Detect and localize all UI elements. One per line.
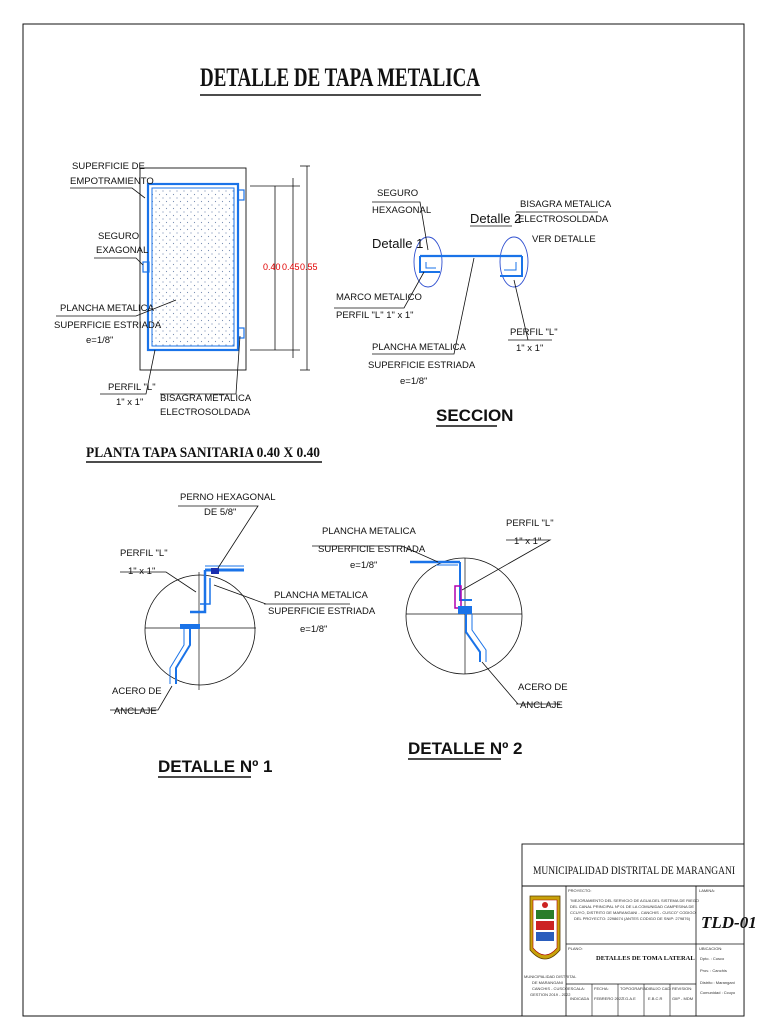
dim-055: 0.55	[300, 262, 318, 272]
sec-label-detalle1: Detalle 1	[372, 236, 423, 251]
plan-title: PLANTA TAPA SANITARIA 0.40 X 0.40	[86, 445, 320, 461]
detail2-title: DETALLE Nº 2	[408, 739, 523, 758]
detail2-view: PLANCHA METALICA SUPERFICIE ESTRIADA e=1…	[312, 518, 568, 760]
detail1-view: PERNO HEXAGONAL DE 5/8" PERFIL "L" 1" x …	[110, 492, 376, 778]
lock-icon	[142, 261, 150, 273]
d2-label-acero-2: ANCLAJE	[520, 700, 563, 711]
main-title: DETALLE DE TAPA METALICA	[200, 63, 480, 92]
plan-dots	[152, 188, 236, 346]
sec-label-plancha-3: e=1/8"	[400, 376, 427, 387]
sec-label-perfil: PERFIL "L"	[510, 327, 558, 338]
tb-lamina-head: LAMINA:	[699, 888, 715, 893]
tb-cell-value-1: INDICADA	[570, 996, 589, 1001]
tb-location-2: Prov. : Canchis	[700, 968, 727, 973]
section-title: SECCION	[436, 406, 513, 425]
tb-cell-value-4: E.B.C.R	[648, 996, 663, 1001]
section-view: SEGURO HEXAGONAL Detalle 1 Detalle 2 BIS…	[334, 188, 612, 427]
tb-project-2: DEL CANAL PRINCIPAL Nº 01 DE LA COMUNIDA…	[570, 904, 694, 909]
d1-label-plancha-3: e=1/8"	[300, 624, 327, 635]
sec-label-bisagra-3: VER DETALLE	[532, 234, 596, 245]
d2-label-acero: ACERO DE	[518, 682, 568, 693]
sec-label-plancha-2: SUPERFICIE ESTRIADA	[368, 360, 476, 371]
sheet-border	[22, 23, 745, 1017]
tb-entity: MUNICIPALIDAD DISTRITAL DE MARANGANI	[533, 863, 735, 877]
tb-location-4: Comunidad : Ccuyo	[700, 990, 736, 995]
plan-label-plancha-2: SUPERFICIE ESTRIADA	[54, 320, 162, 331]
title-block: MUNICIPALIDAD DISTRITAL DE MARANGANI MUN…	[521, 843, 757, 1017]
municipal-seal-icon	[529, 895, 561, 960]
tb-cell-value-5: GIIP - MDM	[672, 996, 693, 1001]
d1-label-perno-2: DE 5/8"	[204, 507, 236, 518]
d1-label-perfil-2: 1" x 1"	[128, 566, 155, 577]
tb-location-3: Distrito : Marangani	[700, 980, 735, 985]
tb-cell-head-5: REVISION:	[672, 986, 692, 991]
plan-label-superficie: SUPERFICIE DE	[72, 161, 145, 172]
plan-label-superficie-2: EMPOTRAMIENTO	[70, 176, 154, 187]
tb-logo-caption-2: DE MARANGANI	[532, 980, 563, 985]
d1-label-acero-2: ANCLAJE	[114, 706, 157, 717]
sec-label-plancha: PLANCHA METALICA	[372, 342, 466, 353]
tb-project-1: "MEJORAMIENTO DEL SERVICIO DE AGUA DEL S…	[570, 898, 699, 903]
sec-label-perfil-2: 1" x 1"	[516, 343, 543, 354]
d2-label-plancha-2: SUPERFICIE ESTRIADA	[318, 544, 426, 555]
tb-cell-head-4: DIBUJO CAD:	[646, 986, 671, 991]
d2-label-perfil-2: 1" x 1"	[514, 536, 541, 547]
tb-ubic-head: UBICACION:	[699, 946, 722, 951]
tb-project-4: DEL PROYECTO: 2298674 (ANTES CODIGO DE S…	[574, 916, 691, 921]
detail2-callout	[499, 236, 529, 288]
d1-label-plancha-2: SUPERFICIE ESTRIADA	[268, 606, 376, 617]
dim-040: 0.40	[263, 262, 281, 272]
tb-plan-name: DETALLES DE TOMA LATERAL	[596, 955, 695, 962]
plan-label-bisagra-2: ELECTROSOLDADA	[160, 407, 251, 418]
plan-label-bisagra: BISAGRA METALICA	[160, 393, 252, 404]
plan-label-perfil: PERFIL "L"	[108, 382, 156, 393]
sec-label-marco: MARCO METALICO	[336, 292, 422, 303]
sec-label-seguro-2: HEXAGONAL	[372, 205, 431, 216]
sec-label-bisagra: BISAGRA METALICA	[520, 199, 612, 210]
sec-label-seguro: SEGURO	[377, 188, 418, 199]
d2-label-plancha-3: e=1/8"	[350, 560, 377, 571]
plan-label-perfil-2: 1" x 1"	[116, 397, 143, 408]
sec-label-detalle2: Detalle 2	[470, 211, 521, 226]
detail1-callout	[413, 236, 443, 288]
d1-label-acero: ACERO DE	[112, 686, 162, 697]
detail2-circle	[405, 557, 523, 675]
dim-045: 0.45	[282, 262, 300, 272]
tb-cell-head-3: TOPOGRAFIA:	[620, 986, 647, 991]
plan-label-plancha-3: e=1/8"	[86, 335, 113, 346]
detail1-title: DETALLE Nº 1	[158, 757, 273, 776]
d1-label-perfil: PERFIL "L"	[120, 548, 168, 559]
tb-logo-caption-1: MUNICIPALIDAD DISTRITAL	[524, 974, 577, 979]
plan-steel-frame	[146, 182, 240, 352]
d1-label-plancha: PLANCHA METALICA	[274, 590, 368, 601]
tb-project-head: PROYECTO:	[568, 888, 592, 893]
plan-label-plancha: PLANCHA METALICA	[60, 303, 154, 314]
tb-logo-caption-3: CANCHIS - CUSCO	[532, 986, 568, 991]
tb-project-3: CCUYO, DISTRITO DE MARANGANI - CANCHIS -…	[570, 910, 696, 915]
d2-label-plancha: PLANCHA METALICA	[322, 526, 416, 537]
d1-label-perno: PERNO HEXAGONAL	[180, 492, 276, 503]
tb-location-1: Dpto. : Cusco	[700, 956, 725, 961]
tb-cell-head-2: FECHA:	[594, 986, 609, 991]
tb-cell-value-3: T.G.A.E	[622, 996, 636, 1001]
sec-label-bisagra-2: ELECTROSOLDADA	[518, 214, 609, 225]
sec-label-marco-2: PERFIL "L" 1" x 1"	[336, 310, 414, 321]
bolt-icon	[211, 568, 219, 574]
detail1-circle	[144, 574, 256, 686]
tb-cell-value-2: FEBRERO 2022	[594, 996, 624, 1001]
tb-logo-caption-4: GESTION 2019 - 2022	[530, 992, 571, 997]
d2-label-perfil: PERFIL "L"	[506, 518, 554, 529]
plan-label-seguro: SEGURO	[98, 231, 139, 242]
plan-view: 0.40 0.45 0.55 SUPERFICIE DE EMPOTRAMIEN…	[54, 161, 322, 463]
tb-sheet-code: TLD-01	[701, 913, 757, 932]
plan-steel-frame-inner	[151, 187, 235, 347]
plan-label-seguro-2: EXAGONAL	[96, 245, 148, 256]
tb-plano-head: PLANO:	[568, 946, 583, 951]
tb-cell-head-1: ESCALA:	[568, 986, 585, 991]
hinge-bottom-icon	[237, 327, 245, 339]
hinge-top-icon	[237, 189, 245, 201]
plan-outer-frame	[139, 167, 247, 371]
